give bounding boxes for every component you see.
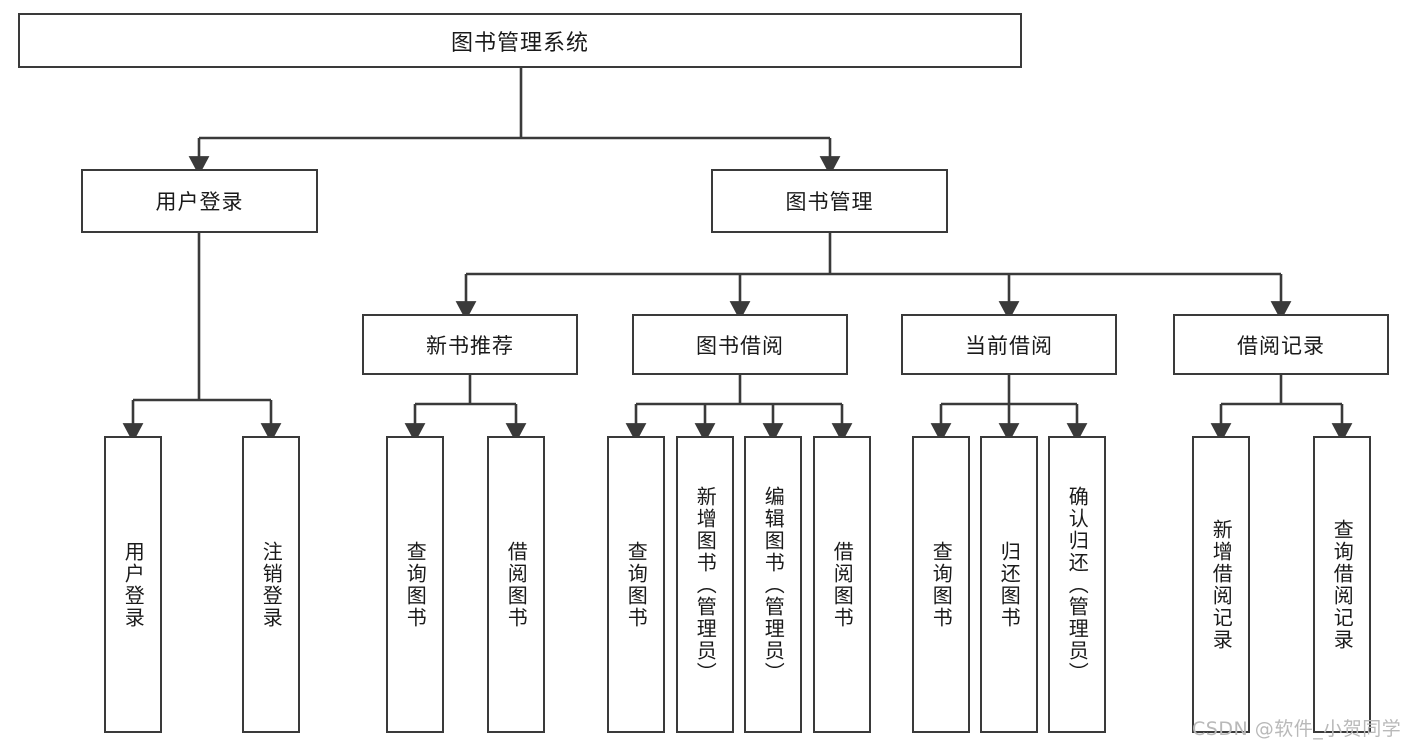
leaf-borrow-borrow-book[interactable]: 借阅图书 bbox=[813, 436, 871, 733]
leaf-borrow-edit-book-admin[interactable]: 编辑图书（管理员） bbox=[744, 436, 802, 733]
node-label: 图书管理系统 bbox=[450, 30, 589, 56]
leaf-current-return-book[interactable]: 归还图书 bbox=[980, 436, 1038, 733]
node-label: 图书管理 bbox=[785, 190, 874, 214]
leaf-user-login-logout[interactable]: 注销登录 bbox=[242, 436, 300, 733]
leaf-label: 用户登录 bbox=[121, 540, 146, 629]
node-root-system[interactable]: 图书管理系统 bbox=[18, 13, 1022, 68]
leaf-recommend-borrow-book[interactable]: 借阅图书 bbox=[487, 436, 545, 733]
leaf-current-confirm-return-admin[interactable]: 确认归还（管理员） bbox=[1048, 436, 1106, 733]
leaf-current-query-book[interactable]: 查询图书 bbox=[912, 436, 970, 733]
leaf-label: 新增图书（管理员） bbox=[693, 485, 718, 684]
leaf-label: 注销登录 bbox=[259, 540, 284, 629]
leaf-label: 查询图书 bbox=[929, 540, 954, 629]
node-book-management[interactable]: 图书管理 bbox=[711, 169, 948, 233]
leaf-record-query-record[interactable]: 查询借阅记录 bbox=[1313, 436, 1371, 733]
leaf-borrow-add-book-admin[interactable]: 新增图书（管理员） bbox=[676, 436, 734, 733]
node-book-borrow[interactable]: 图书借阅 bbox=[632, 314, 848, 375]
leaf-borrow-query-book[interactable]: 查询图书 bbox=[607, 436, 665, 733]
node-label: 用户登录 bbox=[155, 190, 244, 214]
leaf-label: 查询图书 bbox=[403, 540, 428, 629]
leaf-record-add-record[interactable]: 新增借阅记录 bbox=[1192, 436, 1250, 733]
watermark-text: CSDN @软件_小贺同学 bbox=[1192, 718, 1402, 740]
leaf-label: 编辑图书（管理员） bbox=[761, 485, 786, 684]
leaf-label: 归还图书 bbox=[997, 540, 1022, 629]
node-label: 当前借阅 bbox=[965, 333, 1053, 358]
leaf-recommend-query-book[interactable]: 查询图书 bbox=[386, 436, 444, 733]
node-user-login[interactable]: 用户登录 bbox=[81, 169, 318, 233]
leaf-label: 确认归还（管理员） bbox=[1065, 485, 1090, 684]
leaf-label: 新增借阅记录 bbox=[1209, 518, 1234, 651]
leaf-user-login-login[interactable]: 用户登录 bbox=[104, 436, 162, 733]
node-label: 新书推荐 bbox=[426, 333, 514, 358]
node-current-borrow[interactable]: 当前借阅 bbox=[901, 314, 1117, 375]
node-label: 借阅记录 bbox=[1237, 333, 1325, 358]
leaf-label: 查询借阅记录 bbox=[1330, 518, 1355, 651]
node-new-book-recommend[interactable]: 新书推荐 bbox=[362, 314, 578, 375]
node-label: 图书借阅 bbox=[696, 333, 784, 358]
leaf-label: 查询图书 bbox=[624, 540, 649, 629]
node-borrow-record[interactable]: 借阅记录 bbox=[1173, 314, 1389, 375]
leaf-label: 借阅图书 bbox=[830, 540, 855, 629]
leaf-label: 借阅图书 bbox=[504, 540, 529, 629]
